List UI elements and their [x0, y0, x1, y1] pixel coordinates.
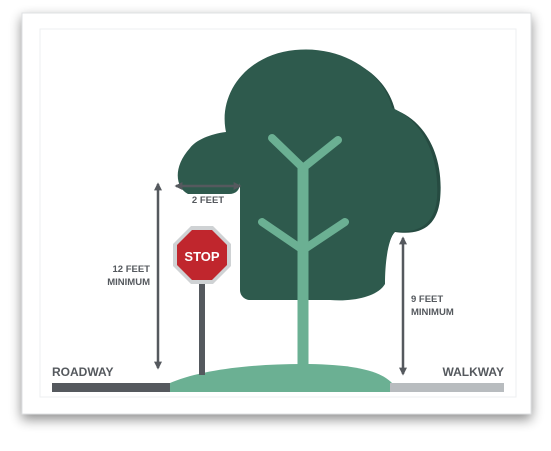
- walkway-surface: [390, 383, 504, 392]
- stop-sign-post: [199, 280, 205, 375]
- nine-feet-minimum-label: MINIMUM: [411, 307, 454, 318]
- twelve-feet-label: 12 FEET: [113, 264, 151, 275]
- ground-strip: [170, 383, 392, 392]
- twelve-feet-minimum-label: MINIMUM: [107, 277, 150, 288]
- walkway-label: WALKWAY: [442, 365, 504, 379]
- roadway-label: ROADWAY: [52, 365, 114, 379]
- roadway-surface: [52, 383, 172, 392]
- stop-sign-text: STOP: [184, 249, 219, 264]
- two-feet-label: 2 FEET: [192, 195, 224, 206]
- nine-feet-label: 9 FEET: [411, 294, 443, 305]
